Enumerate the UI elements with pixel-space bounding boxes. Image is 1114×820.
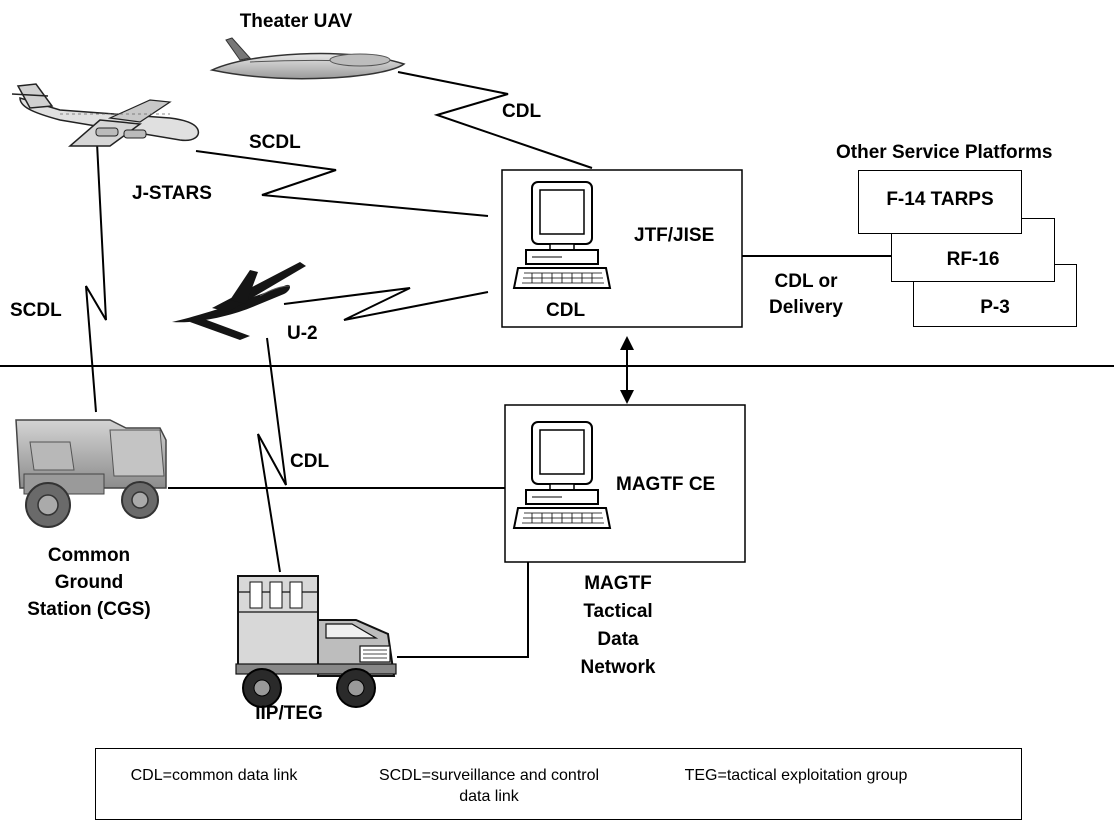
label-cdl-uav: CDL <box>502 101 542 122</box>
label-jtf-jise: JTF/JISE <box>634 225 715 246</box>
jtf-computer-icon <box>512 181 612 289</box>
link-uav-jtf <box>397 71 593 169</box>
label-scdl-left: SCDL <box>10 300 62 321</box>
legend-scdl-line2: data link <box>459 788 519 805</box>
cgs-vehicle-icon <box>15 419 167 528</box>
label-iip-teg: IIP/TEG <box>255 703 323 724</box>
label-magtf-network-2: Tactical <box>583 601 653 622</box>
legend-scdl-line1: SCDL=surveillance and control <box>378 767 600 784</box>
legend-scdl: SCDL=surveillance and control data link <box>354 765 624 807</box>
label-magtf-network-4: Network <box>580 657 656 678</box>
platform-box-f14: F-14 TARPS <box>858 170 1022 234</box>
theater-uav-icon <box>209 37 406 80</box>
label-cgs-line3: Station (CGS) <box>27 599 151 620</box>
link-u2-jtf <box>283 287 489 321</box>
label-delivery: Delivery <box>769 297 843 318</box>
legend-cdl: CDL=common data link <box>130 767 298 784</box>
magtf-computer-icon <box>512 421 612 529</box>
label-magtf-network-3: Data <box>597 629 639 650</box>
link-jstars-cgs <box>85 142 107 413</box>
label-cgs-line2: Ground <box>54 572 124 593</box>
legend-box: CDL=common data link SCDL=surveillance a… <box>95 748 1022 820</box>
arrow-down <box>620 390 634 404</box>
label-cdl-or: CDL or <box>774 271 838 292</box>
label-magtf-network-1: MAGTF <box>584 573 652 594</box>
label-theater-uav: Theater UAV <box>239 11 353 32</box>
label-cdl-center: CDL <box>546 300 586 321</box>
platform-label-p3: P-3 <box>980 297 1010 318</box>
teg-vehicle-icon <box>235 575 397 708</box>
label-scdl-jstars: SCDL <box>249 132 301 153</box>
platform-label-f14: F-14 TARPS <box>886 189 994 210</box>
platform-label-rf16: RF-16 <box>946 249 1000 270</box>
arrow-up <box>620 336 634 350</box>
label-cgs-line1: Common <box>47 545 131 566</box>
link-jstars-jtf <box>195 150 489 217</box>
label-u2: U-2 <box>287 323 318 344</box>
label-other-service-platforms: Other Service Platforms <box>836 142 1053 163</box>
u2-aircraft-icon <box>172 262 306 340</box>
legend-teg: TEG=tactical exploitation group <box>684 767 908 784</box>
label-jstars: J-STARS <box>132 183 212 204</box>
label-cdl-lower: CDL <box>290 451 330 472</box>
label-magtf-ce: MAGTF CE <box>616 474 716 495</box>
link-u2-teg <box>257 337 287 573</box>
link-teg-magtf <box>397 562 529 658</box>
jstars-aircraft-icon <box>11 83 200 147</box>
